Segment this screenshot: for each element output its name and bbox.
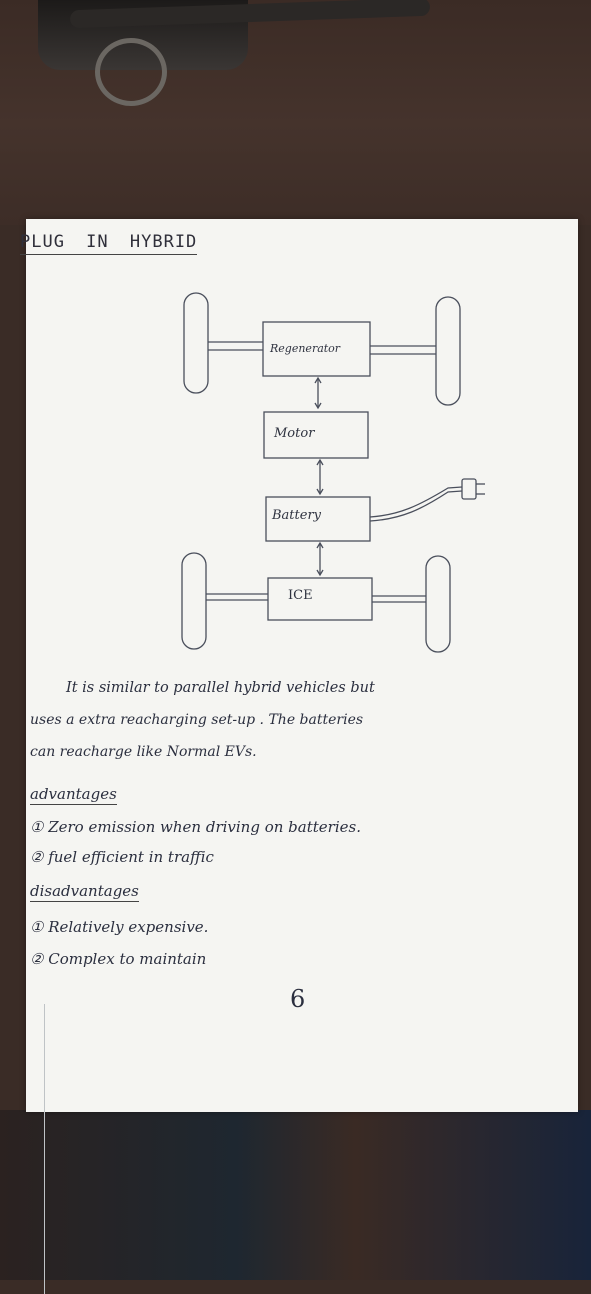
battery-label: Battery	[272, 508, 322, 523]
notebook-page	[26, 219, 578, 1294]
advantages-heading: advantages	[30, 785, 117, 805]
description-line-1: It is similar to parallel hybrid vehicle…	[66, 680, 375, 696]
rear-right-wheel	[425, 555, 451, 653]
regenerator-box	[262, 321, 371, 377]
advantage-item-2: ② fuel efficient in traffic	[30, 848, 214, 866]
keychain-ring	[95, 38, 167, 106]
disadvantages-heading: disadvantages	[30, 882, 139, 902]
margin-line	[44, 1004, 45, 1294]
ice-label: ICE	[288, 588, 313, 603]
desk-background	[0, 0, 591, 225]
disadvantage-item-1: ① Relatively expensive.	[30, 918, 209, 936]
plug-icon	[461, 478, 485, 500]
front-right-wheel	[435, 296, 461, 406]
description-line-3: can reacharge like Normal EVs.	[30, 744, 257, 760]
front-left-wheel	[183, 292, 209, 394]
page-title: PLUG IN HYBRID	[20, 232, 198, 255]
motor-label: Motor	[274, 426, 315, 441]
disadvantage-item-2: ② Complex to maintain	[30, 950, 207, 968]
desk-foreground	[0, 1110, 591, 1280]
description-line-2: uses a extra reacharging set-up . The ba…	[30, 712, 364, 728]
advantage-item-1: ① Zero emission when driving on batterie…	[30, 818, 361, 836]
motor-box	[263, 411, 369, 459]
battery-box	[265, 496, 371, 542]
regenerator-label: Regenerator	[270, 342, 341, 355]
page-number: 6	[290, 985, 306, 1013]
ice-box	[267, 577, 373, 621]
rear-left-wheel	[181, 552, 207, 650]
